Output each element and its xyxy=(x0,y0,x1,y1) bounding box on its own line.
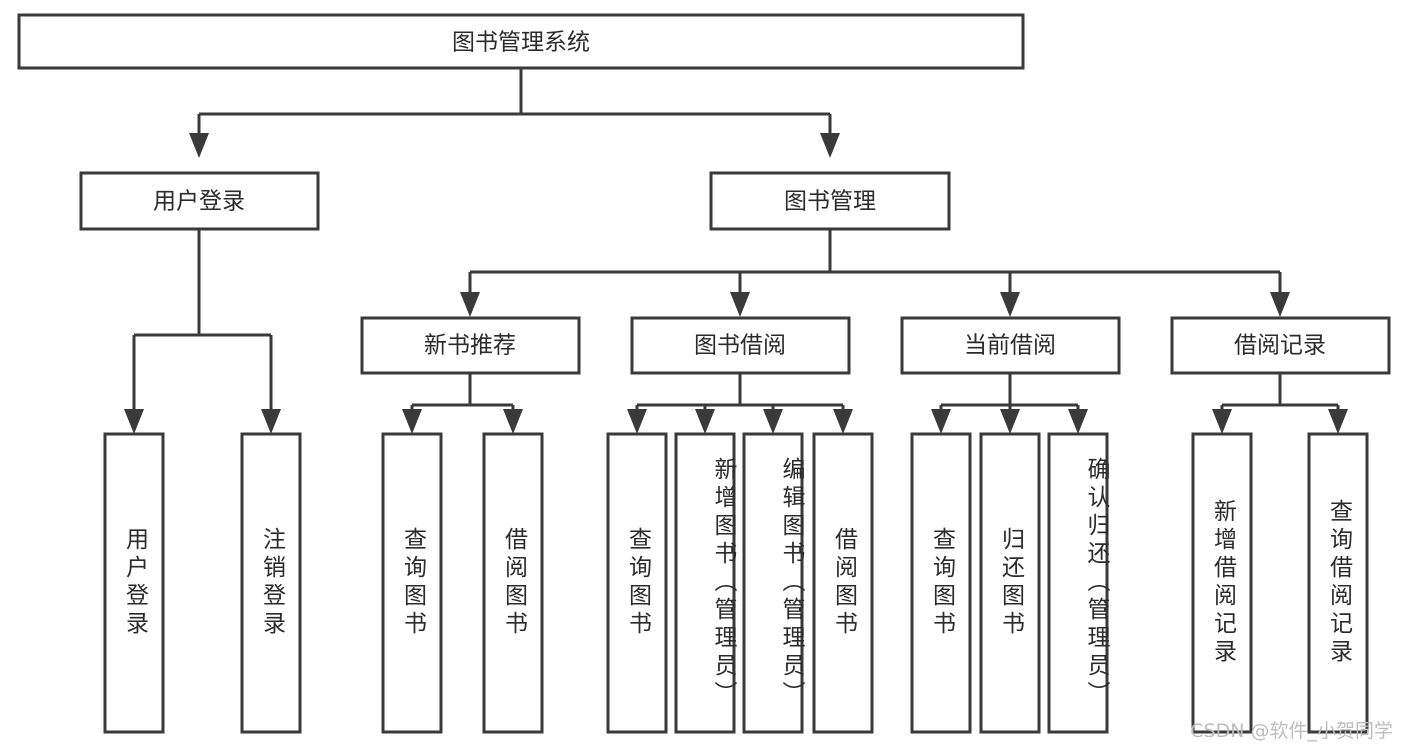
leaf-box-br-add-record[interactable] xyxy=(1191,432,1253,734)
node-borrow-record[interactable]: 借阅记录 xyxy=(1170,316,1391,375)
node-user-login[interactable]: 用户登录 xyxy=(79,171,320,231)
arrowhead-bb-borrow-book xyxy=(833,409,853,434)
arrowhead-leaf-logout xyxy=(261,409,281,434)
leaf-box-bb-edit-book[interactable] xyxy=(742,432,804,734)
arrowhead-book-borrow xyxy=(730,292,750,317)
arrowhead-cb-confirm-return xyxy=(1068,409,1088,434)
leaf-box-cb-query-book[interactable] xyxy=(910,432,972,734)
node-new-book-recommend[interactable]: 新书推荐 xyxy=(360,316,581,375)
leaf-box-user-login[interactable] xyxy=(103,432,165,734)
leaf-box-logout[interactable] xyxy=(240,432,302,734)
arrowhead-cb-query-book xyxy=(931,409,951,434)
node-new-book-recommend-label: 新书推荐 xyxy=(424,333,516,359)
node-borrow-record-label: 借阅记录 xyxy=(1234,333,1326,359)
leaf-box-bb-add-book[interactable] xyxy=(674,432,736,734)
node-user-login-label: 用户登录 xyxy=(153,189,245,215)
node-current-borrow-box[interactable] xyxy=(900,316,1121,375)
arrowhead-bb-query-book xyxy=(627,409,647,434)
leaf-box-cb-return-book[interactable] xyxy=(979,432,1041,734)
csdn-watermark: CSDN @软件_小贺同学 xyxy=(1190,720,1393,742)
node-current-borrow[interactable]: 当前借阅 xyxy=(900,316,1121,375)
node-book-borrow-box[interactable] xyxy=(630,316,851,375)
node-root[interactable]: 图书管理系统 xyxy=(17,13,1025,70)
arrowhead-new-book-recommend xyxy=(460,292,480,317)
leaf-box-bb-query-book[interactable] xyxy=(606,432,668,734)
leaf-box-cb-confirm-return[interactable] xyxy=(1047,432,1109,734)
arrowhead-cb-return-book xyxy=(1000,409,1020,434)
arrowhead-bb-edit-book xyxy=(763,409,783,434)
node-borrow-record-box[interactable] xyxy=(1170,316,1391,375)
arrowhead-bb-add-book xyxy=(695,409,715,434)
node-book-management-box[interactable] xyxy=(709,171,951,231)
node-book-management[interactable]: 图书管理 xyxy=(709,171,951,231)
arrowhead-nbr-query-book xyxy=(402,409,422,434)
arrowhead-leaf-user-login xyxy=(124,409,144,434)
node-root-label: 图书管理系统 xyxy=(452,30,590,56)
node-book-borrow[interactable]: 图书借阅 xyxy=(630,316,851,375)
arrowhead-borrow-record xyxy=(1270,292,1290,317)
node-root-box[interactable] xyxy=(17,13,1025,70)
node-book-management-label: 图书管理 xyxy=(784,189,876,215)
arrowhead-book-mgmt xyxy=(820,133,840,158)
arrowhead-user-login xyxy=(189,133,209,158)
leaf-box-nbr-borrow-book[interactable] xyxy=(482,432,544,734)
arrowhead-current-borrow xyxy=(1000,292,1020,317)
node-current-borrow-label: 当前借阅 xyxy=(964,333,1056,359)
arrowhead-nbr-borrow-book xyxy=(503,409,523,434)
node-new-book-recommend-box[interactable] xyxy=(360,316,581,375)
arrowhead-br-query-record xyxy=(1328,409,1348,434)
node-book-borrow-label: 图书借阅 xyxy=(694,333,786,359)
leaf-box-br-query-record[interactable] xyxy=(1307,432,1369,734)
leaf-box-bb-borrow-book[interactable] xyxy=(812,432,874,734)
arrowhead-br-add-record xyxy=(1212,409,1232,434)
leaf-box-nbr-query-book[interactable] xyxy=(381,432,443,734)
